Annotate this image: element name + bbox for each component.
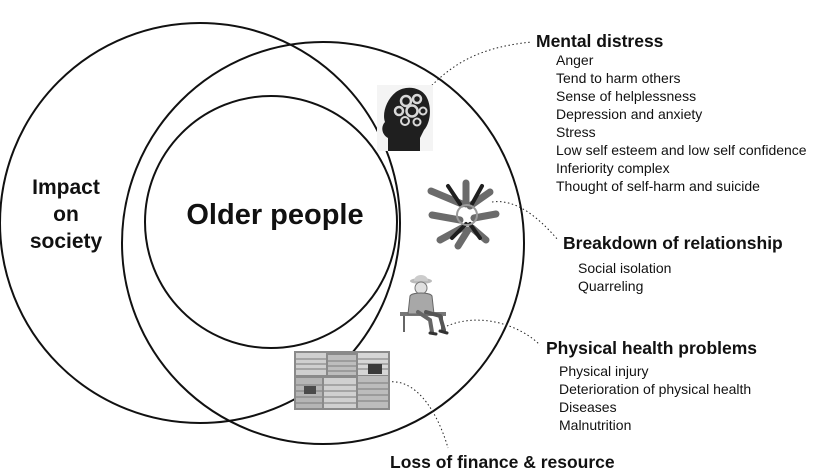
- list-item: Inferiority complex: [556, 160, 670, 176]
- breakdown-of-relationship-heading: Breakdown of relationship: [563, 233, 783, 253]
- list-item: Stress: [556, 124, 596, 140]
- list-item: Sense of helplessness: [556, 88, 697, 104]
- physical-health-problems-heading: Physical health problems: [546, 338, 758, 358]
- seated-old-man-icon: [400, 275, 449, 336]
- physical-health-problems-list: Physical injury Deterioration of physica…: [559, 362, 751, 434]
- brain-gears-icon: [377, 85, 433, 151]
- society-line: on: [53, 203, 79, 226]
- breakdown-of-relationship-list: Social isolation Quarreling: [578, 259, 671, 295]
- list-item: Physical injury: [559, 363, 649, 379]
- list-item: Low self esteem and low self confidence: [556, 142, 807, 158]
- society-line: society: [29, 230, 103, 253]
- older-people-circle: [144, 95, 398, 349]
- list-item: Tend to harm others: [556, 70, 681, 86]
- list-item: Social isolation: [578, 260, 672, 276]
- mental-distress-heading: Mental distress: [536, 31, 664, 51]
- list-item: Thought of self-harm and suicide: [556, 178, 760, 194]
- society-circle: [0, 22, 401, 424]
- connector-relation: [491, 201, 559, 241]
- list-item: Deterioration of physical health: [559, 381, 752, 397]
- linked-hands-icon: [427, 179, 500, 250]
- mental-distress-list: Anger Tend to harm others Sense of helpl…: [556, 51, 807, 195]
- list-item: Anger: [556, 52, 594, 68]
- list-item: Quarreling: [578, 278, 644, 294]
- impact-on-society-label: Impact on society: [18, 174, 114, 255]
- impact-circle: [121, 41, 525, 445]
- connector-mental: [417, 41, 533, 101]
- list-item: Malnutrition: [559, 417, 632, 433]
- connector-physical: [446, 319, 541, 346]
- list-item: Depression and anxiety: [556, 106, 703, 122]
- society-line: Impact: [32, 176, 100, 199]
- older-people-label: Older people: [186, 199, 364, 231]
- connector-finance: [387, 381, 449, 449]
- loss-of-finance-heading: Loss of finance & resource: [390, 452, 615, 472]
- list-item: Diseases: [559, 399, 617, 415]
- money-stacks-icon: [294, 351, 390, 410]
